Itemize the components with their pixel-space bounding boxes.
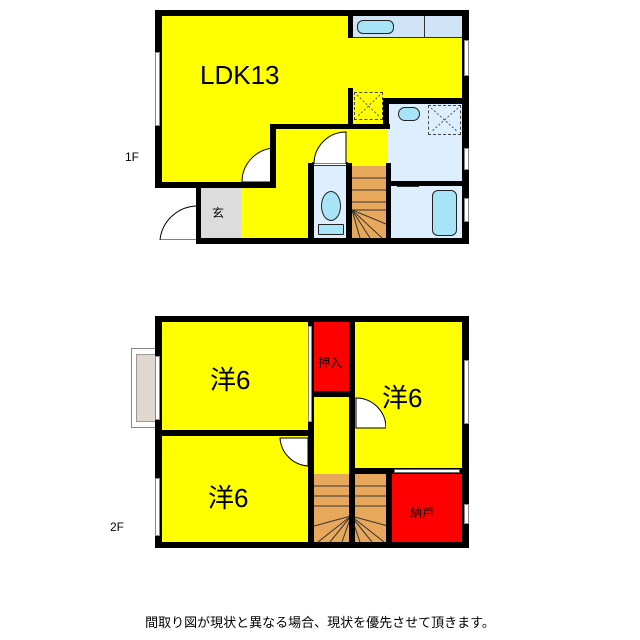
stairs-lines-1f [352, 177, 386, 238]
ldk-area-upper-right [348, 38, 463, 100]
washing-machine-space-icon [428, 105, 461, 135]
wall [155, 182, 275, 188]
wall [462, 316, 469, 548]
floor-label-1f: 1F [125, 150, 140, 164]
wall [308, 316, 314, 548]
room-label-western-top-left: 洋6 [210, 365, 251, 395]
genkan-area [200, 186, 241, 238]
wall [348, 88, 353, 126]
wall [155, 10, 469, 16]
sliding-door-storage[interactable] [394, 469, 460, 473]
window [464, 504, 469, 524]
washing-machine-cross-icon [430, 107, 459, 133]
door-ldk-icon[interactable] [240, 146, 276, 182]
room-label-closet: 押入 [318, 356, 343, 370]
window [155, 478, 160, 536]
door-room-bottom-left-icon[interactable] [278, 436, 310, 468]
window [464, 360, 469, 424]
wall [346, 163, 352, 243]
door-room-right-icon[interactable] [354, 396, 386, 430]
window [155, 52, 160, 126]
wall [308, 163, 314, 243]
wall [383, 98, 468, 104]
room-label-western-bottom-left: 洋6 [208, 483, 249, 513]
toilet-icon [321, 191, 341, 221]
window [155, 356, 160, 420]
washbasin-icon [398, 107, 420, 121]
wall [270, 124, 276, 188]
hallway-2f [314, 396, 350, 476]
wall [349, 316, 355, 544]
room-western-top-left [162, 322, 309, 432]
room-label-genkan: 玄 [212, 206, 225, 220]
room-western-bottom-left [162, 436, 309, 542]
kitchen-sink-icon [357, 20, 394, 34]
storage-small-area [350, 92, 388, 128]
storage-cross-icon [356, 94, 381, 118]
wall [348, 10, 353, 38]
kitchen-counter-divider [424, 16, 425, 38]
wall [388, 181, 468, 186]
wall [386, 470, 392, 546]
floor-label-2f: 2F [110, 520, 125, 534]
wall [383, 98, 389, 128]
disclaimer-note: 間取り図が現状と異なる場合、現状を優先させて頂きます。 [145, 616, 495, 631]
wall [196, 186, 201, 244]
wall [270, 124, 390, 129]
wall [155, 430, 313, 436]
window [464, 40, 469, 76]
wall [462, 10, 469, 244]
storage-space-icon [354, 92, 383, 120]
door-toilet-icon[interactable] [312, 130, 348, 164]
room-label-ldk: LDK13 [200, 60, 280, 90]
closet-oshiire [314, 322, 350, 392]
room-western-right [354, 322, 463, 468]
wall [312, 391, 352, 397]
window [464, 198, 469, 222]
door-entrance-icon[interactable] [156, 204, 200, 240]
bathtub-icon [432, 190, 457, 236]
window [308, 326, 312, 422]
room-label-western-right: 洋6 [382, 383, 423, 413]
wall [196, 238, 469, 244]
balcony-floor [136, 354, 157, 422]
storage-nando [392, 474, 463, 542]
window [464, 148, 469, 170]
room-label-storage: 納戸 [410, 506, 435, 520]
wall [386, 163, 391, 243]
toilet-tank-icon [318, 224, 344, 235]
